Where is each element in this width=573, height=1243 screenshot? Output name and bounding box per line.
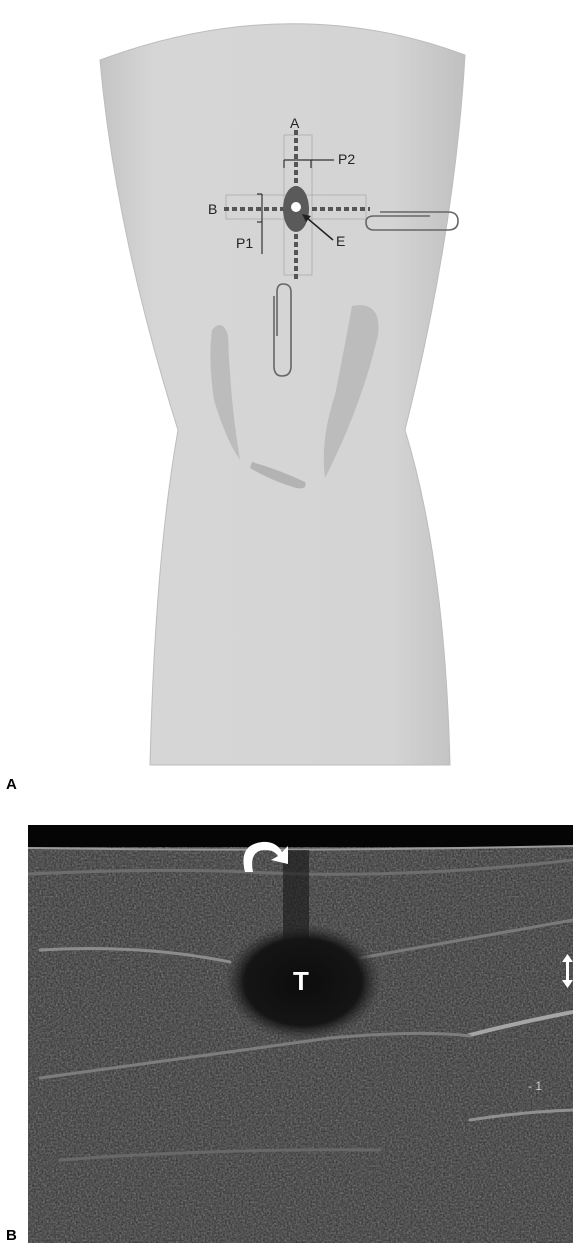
depth-scale-marker: - 1 <box>528 1079 542 1093</box>
panel-a: A B P1 P2 E A <box>6 24 465 793</box>
ultrasound-header-band <box>28 825 573 847</box>
panel-b: T - 1 B <box>6 825 573 1243</box>
panel-a-label: A <box>6 776 17 793</box>
tumor-label: T <box>293 966 309 996</box>
marker-p2-label: P2 <box>338 151 355 167</box>
leg-outline <box>100 24 465 765</box>
marker-a-label: A <box>290 115 300 131</box>
marker-p1-label: P1 <box>236 235 253 251</box>
marker-b-label: B <box>208 201 217 217</box>
panel-b-label: B <box>6 1227 17 1243</box>
marker-e-label: E <box>336 233 345 249</box>
entry-point <box>291 202 301 212</box>
